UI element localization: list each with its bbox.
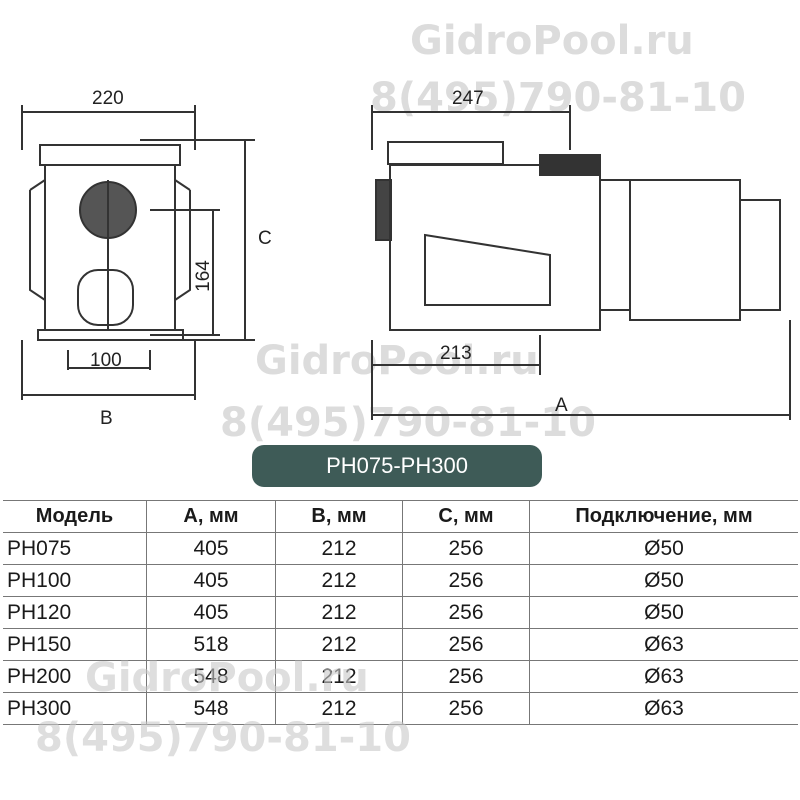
cell: Ø63 (529, 692, 798, 725)
cell: 256 (402, 596, 530, 629)
pump-drawings (21, 105, 791, 420)
dim-b-label: B (100, 408, 113, 429)
dim-height-164: 164 (192, 260, 214, 292)
cell: 548 (146, 692, 276, 725)
cell: 256 (402, 660, 530, 693)
cell: 405 (146, 532, 276, 565)
cell: Ø63 (529, 628, 798, 661)
cell: PH075 (3, 532, 147, 565)
cell: 212 (275, 532, 403, 565)
cell: Ø63 (529, 660, 798, 693)
front-view (21, 105, 255, 400)
watermark-phone: 8(495)790-81-10 (370, 75, 746, 121)
col-a: A, мм (146, 500, 276, 533)
cell: 548 (146, 660, 276, 693)
dim-front-width: 220 (92, 88, 124, 109)
cell: 256 (402, 564, 530, 597)
watermark-phone: 8(495)790-81-10 (220, 400, 596, 446)
side-view (371, 105, 791, 420)
cell: 212 (275, 692, 403, 725)
cell: 256 (402, 628, 530, 661)
watermark-phone: 8(495)790-81-10 (35, 715, 411, 761)
cell: 212 (275, 564, 403, 597)
col-b: B, мм (275, 500, 403, 533)
cell: 405 (146, 564, 276, 597)
col-c: C, мм (402, 500, 530, 533)
cell: 256 (402, 532, 530, 565)
cell: 212 (275, 628, 403, 661)
model-range-badge: PH075-PH300 (252, 445, 542, 487)
dim-213: 213 (440, 343, 472, 364)
dim-side-width: 247 (452, 88, 484, 109)
table-header: Модель A, мм B, мм C, мм Подключение, мм (3, 500, 798, 533)
col-connection: Подключение, мм (529, 500, 798, 533)
cell: Ø50 (529, 596, 798, 629)
cell: PH120 (3, 596, 147, 629)
cell: PH100 (3, 564, 147, 597)
col-model: Модель (3, 500, 147, 533)
watermark-site: GidroPool.ru (410, 18, 694, 64)
watermark-site: GidroPool.ru (85, 655, 369, 701)
dim-c-label: C (258, 228, 272, 249)
dim-a-label: A (555, 395, 568, 416)
dim-base-100: 100 (90, 350, 122, 371)
cell: 518 (146, 628, 276, 661)
cell: Ø50 (529, 564, 798, 597)
cell: 405 (146, 596, 276, 629)
cell: 212 (275, 596, 403, 629)
cell: 256 (402, 692, 530, 725)
dimensions-table: Модель A, мм B, мм C, мм Подключение, мм… (3, 500, 798, 725)
cell: Ø50 (529, 532, 798, 565)
watermark-site: GidroPool.ru (255, 338, 539, 384)
